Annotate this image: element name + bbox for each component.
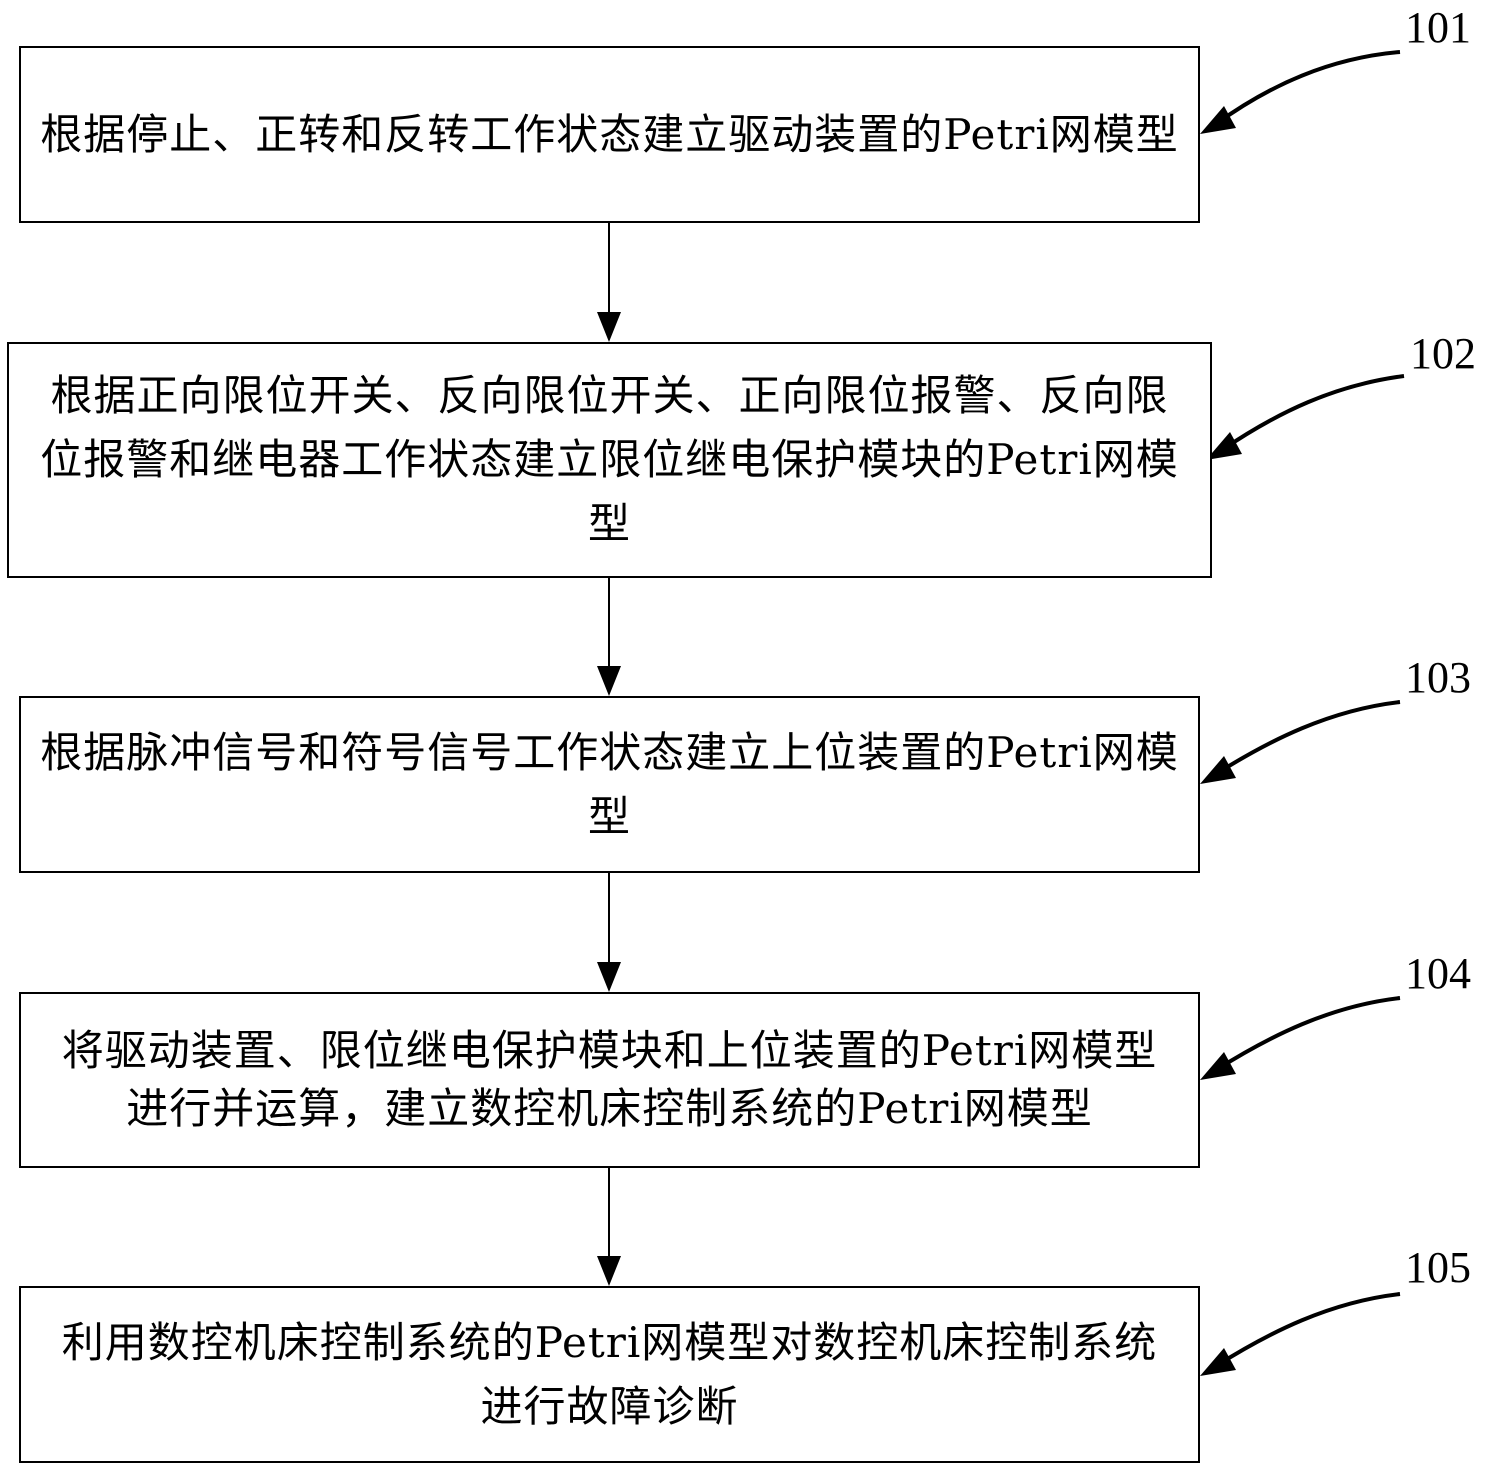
step-label-105: 105 — [1405, 1246, 1471, 1290]
step-box-102: 根据正向限位开关、反向限位开关、正向限位报警、反向限位报警和继电器工作状态建立限… — [7, 342, 1212, 578]
step-label-101: 101 — [1405, 6, 1471, 50]
step-box-101: 根据停止、正转和反转工作状态建立驱动装置的Petri网模型 — [19, 46, 1200, 223]
step-box-104: 将驱动装置、限位继电保护模块和上位装置的Petri网模型进行并运算，建立数控机床… — [19, 992, 1200, 1168]
step-text-101: 根据停止、正转和反转工作状态建立驱动装置的Petri网模型 — [35, 103, 1184, 167]
leader-arrow-102 — [1206, 376, 1404, 460]
flow-arrow-2-3 — [597, 578, 621, 696]
flow-arrow-3-4 — [597, 873, 621, 992]
step-text-104: 将驱动装置、限位继电保护模块和上位装置的Petri网模型进行并运算，建立数控机床… — [45, 1022, 1175, 1138]
step-box-103: 根据脉冲信号和符号信号工作状态建立上位装置的Petri网模型 — [19, 696, 1200, 873]
leader-arrow-105 — [1200, 1294, 1400, 1376]
leader-arrow-104 — [1200, 998, 1400, 1080]
leader-arrow-101 — [1200, 52, 1400, 134]
step-text-102: 根据正向限位开关、反向限位开关、正向限位报警、反向限位报警和继电器工作状态建立限… — [30, 364, 1190, 556]
step-label-102: 102 — [1410, 332, 1476, 376]
step-label-103: 103 — [1405, 656, 1471, 700]
flow-arrow-4-5 — [597, 1168, 621, 1286]
flow-arrow-1-2 — [597, 223, 621, 342]
step-box-105: 利用数控机床控制系统的Petri网模型对数控机床控制系统进行故障诊断 — [19, 1286, 1200, 1463]
leader-arrow-103 — [1200, 702, 1400, 784]
step-text-103: 根据脉冲信号和符号信号工作状态建立上位装置的Petri网模型 — [35, 721, 1184, 849]
step-text-105: 利用数控机床控制系统的Petri网模型对数控机床控制系统进行故障诊断 — [45, 1311, 1175, 1439]
step-label-104: 104 — [1405, 952, 1471, 996]
